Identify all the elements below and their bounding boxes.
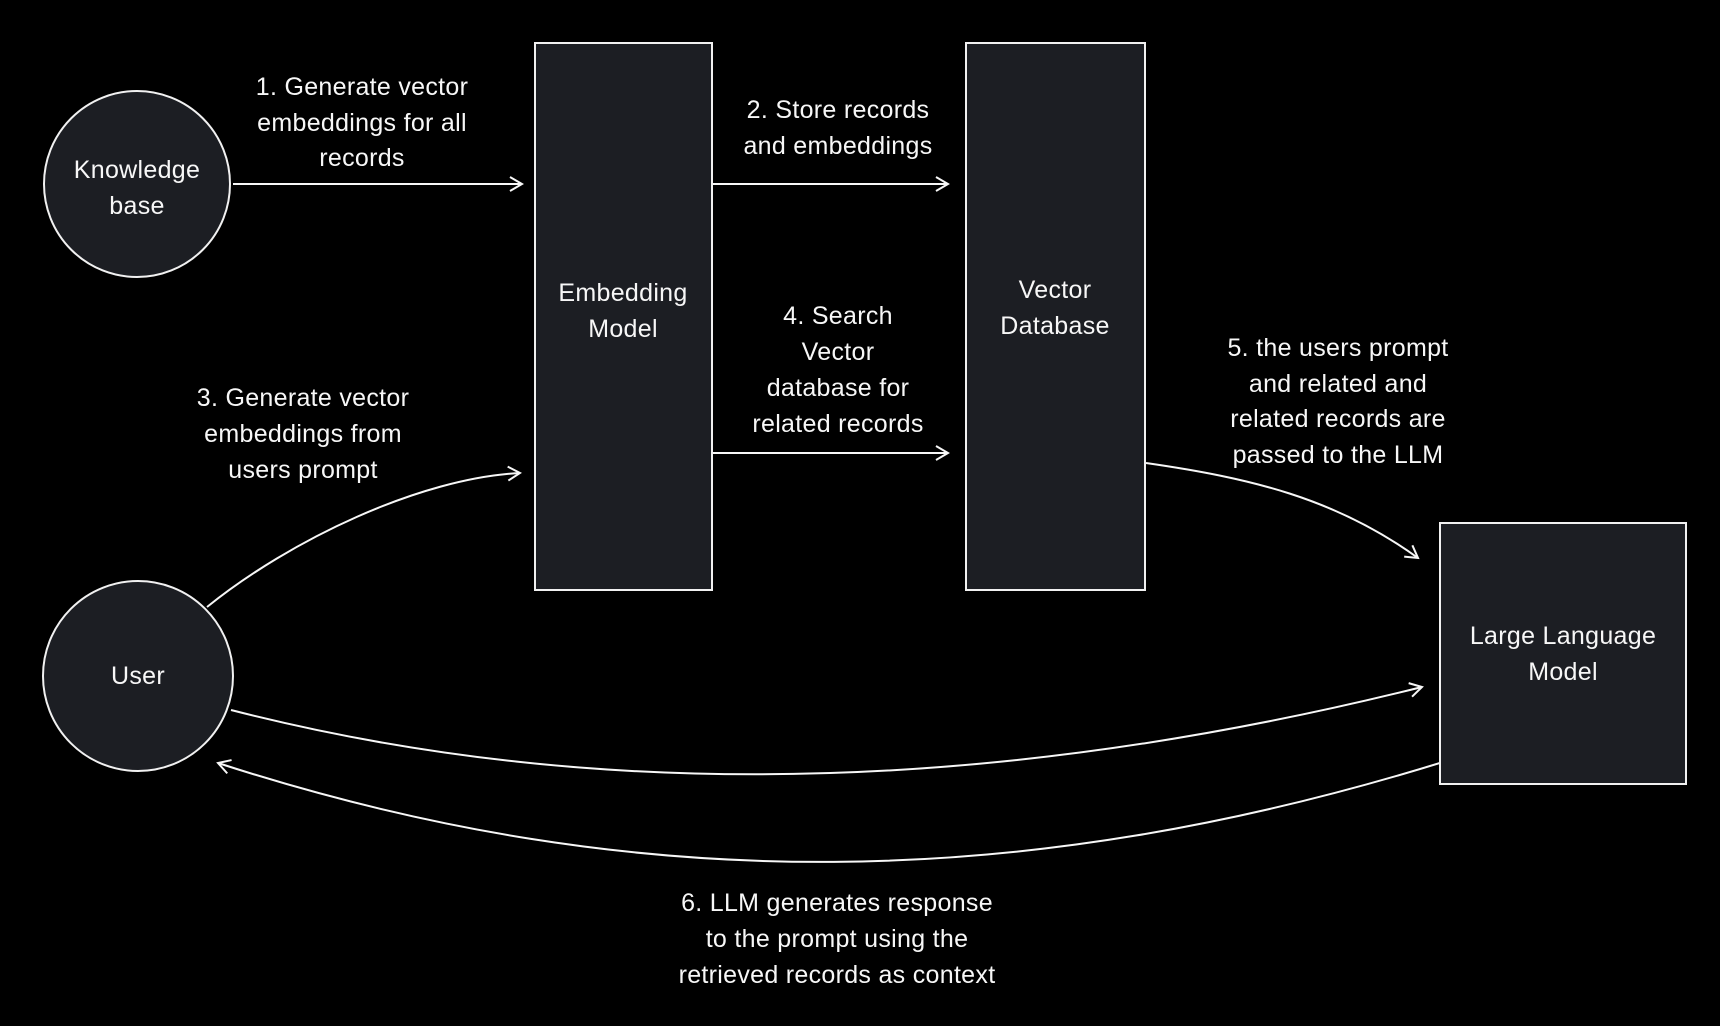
step6-line2: to the prompt using the	[706, 925, 969, 953]
label-step5: 5. the users prompt and related and rela…	[1227, 334, 1448, 469]
large-language-model-box	[1439, 522, 1687, 785]
node-vector-database: Vector Database	[965, 42, 1146, 591]
step4-line3: database for	[767, 374, 910, 402]
embedding-model-label-line2: Model	[588, 315, 658, 343]
vector-database-label-line1: Vector	[1019, 276, 1092, 304]
user-label-line1: User	[111, 662, 165, 690]
step5-line1: 5. the users prompt	[1227, 334, 1448, 362]
step4-line2: Vector	[802, 338, 875, 366]
step2-line1: 2. Store records	[747, 96, 930, 124]
node-user: User	[42, 580, 234, 772]
arrow-step6-llm-to-user	[216, 759, 1444, 863]
knowledge-base-label-line2: base	[109, 192, 164, 220]
node-embedding-model: Embedding Model	[534, 42, 713, 591]
label-step4: 4. Search Vector database for related re…	[752, 302, 923, 438]
knowledge-base-circle	[43, 90, 231, 278]
vector-database-box	[965, 42, 1146, 591]
step3-line3: users prompt	[228, 456, 378, 484]
embedding-model-label-line1: Embedding	[558, 279, 687, 307]
step3-line1: 3. Generate vector	[197, 384, 409, 412]
step6-line3: retrieved records as context	[679, 961, 996, 989]
vector-database-label-line2: Database	[1000, 312, 1109, 340]
label-step2: 2. Store records and embeddings	[743, 96, 932, 160]
step1-line3: records	[319, 144, 404, 172]
step6-line1: 6. LLM generates response	[681, 889, 993, 917]
node-large-language-model: Large Language Model	[1439, 522, 1687, 785]
step2-line2: and embeddings	[743, 132, 932, 160]
label-step3: 3. Generate vector embeddings from users…	[197, 384, 409, 484]
step5-line2: and related and	[1249, 370, 1427, 398]
label-step6: 6. LLM generates response to the prompt …	[679, 889, 996, 989]
node-knowledge-base: Knowledge base	[43, 90, 231, 278]
large-language-model-label-line2: Model	[1528, 658, 1598, 686]
embedding-model-box	[534, 42, 713, 591]
step4-line1: 4. Search	[783, 302, 893, 330]
arrow-step5-vector-database-to-llm	[1145, 462, 1420, 560]
step5-line4: passed to the LLM	[1233, 441, 1444, 469]
label-step1: 1. Generate vector embeddings for all re…	[256, 73, 468, 172]
edges	[206, 176, 1444, 863]
arrow-step3-user-to-embedding-model	[206, 465, 522, 608]
step1-line2: embeddings for all	[257, 109, 467, 137]
user-circle	[42, 580, 234, 772]
step4-line4: related records	[752, 410, 923, 438]
arrow-user-prompt-to-llm	[230, 682, 1424, 776]
step5-line3: related records are	[1230, 405, 1446, 433]
large-language-model-label-line1: Large Language	[1470, 622, 1656, 650]
step3-line2: embeddings from	[204, 420, 402, 448]
knowledge-base-label-line1: Knowledge	[74, 156, 200, 184]
step1-line1: 1. Generate vector	[256, 73, 468, 101]
